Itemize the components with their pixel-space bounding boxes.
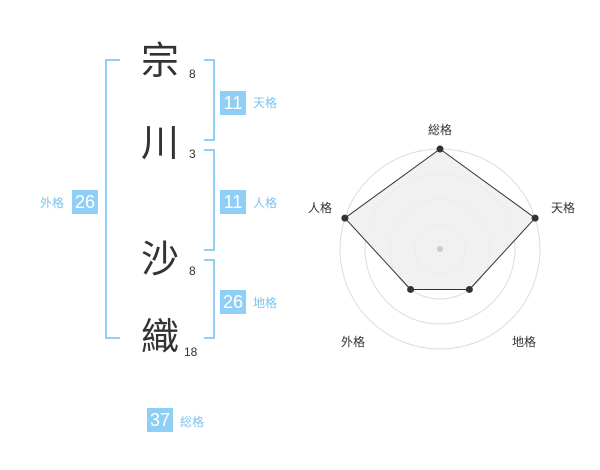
jinkaku-bracket — [204, 149, 215, 251]
name-char-3: 沙 — [141, 237, 180, 281]
name-char-4: 織 — [141, 315, 180, 359]
name-char-1: 宗 — [141, 39, 180, 83]
gaikaku-bracket — [105, 59, 120, 339]
stroke-count-4: 18 — [184, 345, 198, 359]
radar-label-chikaku: 地格 — [511, 335, 536, 349]
soukaku-label: 総格 — [180, 415, 205, 429]
stroke-count-3: 8 — [189, 264, 196, 278]
radar-polygon — [344, 148, 536, 290]
chikaku-bracket — [204, 259, 215, 339]
gaikaku-label: 外格 — [40, 196, 65, 210]
chikaku-value: 26 — [220, 290, 246, 314]
soukaku-value: 37 — [147, 408, 173, 432]
chikaku-label: 地格 — [253, 296, 278, 310]
tenkaku-value: 11 — [220, 91, 246, 115]
jinkaku-label: 人格 — [253, 196, 278, 210]
radar-label-jinkaku: 人格 — [307, 201, 332, 215]
radar-center-dot — [437, 246, 443, 252]
tenkaku-label: 天格 — [253, 96, 278, 110]
radar-point-2 — [465, 285, 473, 293]
tenkaku-bracket — [204, 59, 215, 141]
stroke-count-1: 8 — [189, 67, 196, 81]
radar-label-tenkaku: 天格 — [550, 201, 575, 215]
name-char-2: 川 — [141, 121, 180, 165]
radar-label-gaikaku: 外格 — [340, 335, 365, 349]
radar-point-0 — [436, 145, 444, 153]
radar-label-soukaku: 総格 — [427, 123, 452, 137]
radar-point-4 — [341, 214, 349, 222]
gaikaku-value: 26 — [72, 190, 98, 214]
radar-point-1 — [531, 214, 539, 222]
stroke-count-2: 3 — [189, 147, 196, 161]
radar-point-3 — [407, 285, 415, 293]
jinkaku-value: 11 — [220, 190, 246, 214]
